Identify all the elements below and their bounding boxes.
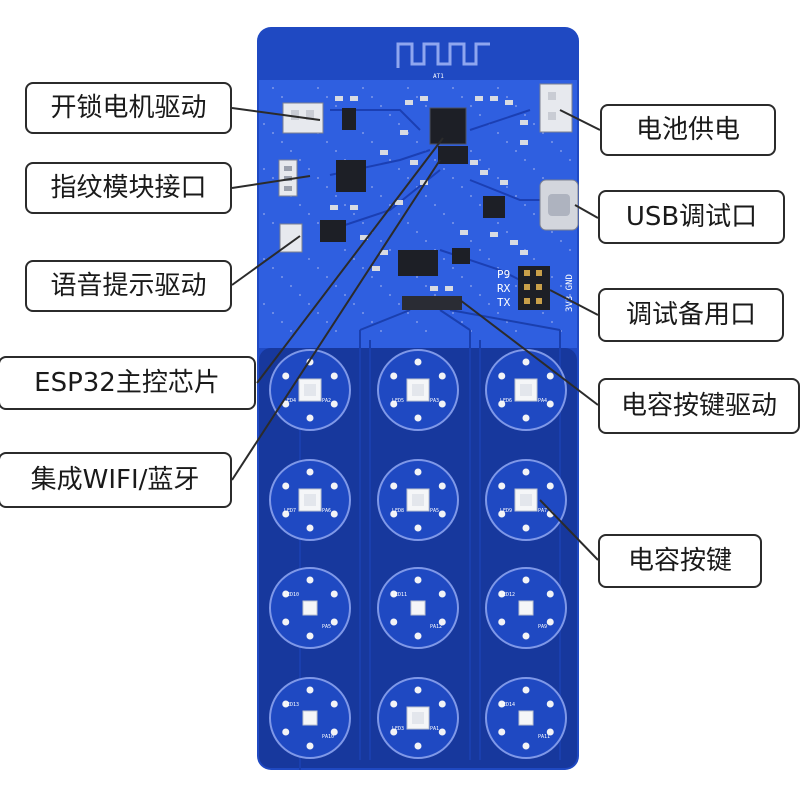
passive-part xyxy=(400,130,408,135)
motor-driver-chip xyxy=(342,108,356,130)
passive-part xyxy=(520,250,528,255)
passive-part xyxy=(395,200,403,205)
cap-key-pad: LED8 PA5 xyxy=(377,459,459,541)
cap-key-pad: LED3 PA1 xyxy=(377,677,459,759)
passive-part xyxy=(330,205,338,210)
passive-part xyxy=(350,205,358,210)
key-led-label: LED6 xyxy=(500,398,512,404)
key-led-label: LED4 xyxy=(284,398,296,404)
key-pad-label: PA10 xyxy=(322,734,334,740)
battery-connector xyxy=(539,83,573,133)
callout-voice-prompt-driver: 语音提示驱动 xyxy=(25,260,232,312)
callout-debug-backup-port: 调试备用口 xyxy=(598,288,784,342)
cap-key-pad: LED4 PA2 xyxy=(269,349,351,431)
passive-part xyxy=(380,250,388,255)
key-led-label: LED5 xyxy=(392,398,404,404)
key-led-label: LED3 xyxy=(392,726,404,732)
key-pad-label: PA5 xyxy=(430,508,439,514)
antenna-trace xyxy=(396,42,490,68)
debug-header xyxy=(518,266,550,310)
cap-key-pad: LED9 PA7 xyxy=(485,459,567,541)
key-pad-label: PA3 xyxy=(430,398,439,404)
key-pad-label: PA7 xyxy=(538,508,547,514)
cap-key-pad: LED6 PA4 xyxy=(485,349,567,431)
passive-part xyxy=(405,100,413,105)
callout-unlock-motor-driver: 开锁电机驱动 xyxy=(25,82,232,134)
passive-part xyxy=(490,232,498,237)
key-pad-label: PA9 xyxy=(538,624,547,630)
cap-key-pad: LED5 PA3 xyxy=(377,349,459,431)
passive-part xyxy=(380,150,388,155)
header-pin-p9: P9 xyxy=(497,268,510,281)
key-pad-label: PA5 xyxy=(322,624,331,630)
passive-components xyxy=(330,96,528,291)
passive-part xyxy=(470,160,478,165)
antenna-label: AT1 xyxy=(433,73,444,80)
resistor-network xyxy=(402,296,462,310)
passive-part xyxy=(480,170,488,175)
regulator-chip xyxy=(452,248,470,264)
passive-part xyxy=(350,96,358,101)
key-pad-label: PA4 xyxy=(538,398,547,404)
leader-lines xyxy=(231,107,601,561)
cap-key-pad: LED7 PA6 xyxy=(269,459,351,541)
callout-cap-key: 电容按键 xyxy=(598,534,762,588)
passive-part xyxy=(500,180,508,185)
passive-part xyxy=(420,180,428,185)
keypad-area xyxy=(259,348,577,768)
passive-part xyxy=(410,160,418,165)
passive-part xyxy=(335,96,343,101)
key-pad-label: PA11 xyxy=(538,734,550,740)
passive-part xyxy=(372,266,380,271)
touch-driver-chip xyxy=(398,250,438,276)
passive-part xyxy=(475,96,483,101)
passive-part xyxy=(460,230,468,235)
fingerprint-chip xyxy=(336,160,366,192)
passive-part xyxy=(520,120,528,125)
key-led-label: LED8 xyxy=(392,508,404,514)
passive-part xyxy=(420,96,428,101)
callout-integrated-wifi-bt: 集成WIFI/蓝牙 xyxy=(0,452,232,508)
key-led-label: LED7 xyxy=(284,508,296,514)
passive-part xyxy=(430,286,438,291)
key-pad-label: PA6 xyxy=(322,508,331,514)
voice-chip xyxy=(320,220,346,242)
passive-part xyxy=(360,235,368,240)
callout-battery-power: 电池供电 xyxy=(600,104,776,156)
key-led-label: LED9 xyxy=(500,508,512,514)
usb-c-connector xyxy=(539,179,579,231)
usb-serial-chip xyxy=(483,196,505,218)
callout-usb-debug-port: USB调试口 xyxy=(598,190,785,244)
key-pad-label: PA1 xyxy=(430,726,439,732)
passive-part xyxy=(445,286,453,291)
key-led-label: LED13 xyxy=(284,702,299,708)
passive-part xyxy=(520,140,528,145)
header-pin-tx: TX xyxy=(497,296,511,309)
esp32-chip xyxy=(429,107,468,164)
motor-connector xyxy=(282,102,324,134)
passive-part xyxy=(505,100,513,105)
key-led-label: LED12 xyxy=(500,592,515,598)
callout-esp32-main-chip: ESP32主控芯片 xyxy=(0,356,256,410)
voice-connector xyxy=(279,223,303,253)
header-pin-rx: RX xyxy=(497,282,511,295)
callout-fingerprint-interface: 指纹模块接口 xyxy=(25,162,232,214)
callout-cap-key-driver: 电容按键驱动 xyxy=(598,378,800,434)
passive-part xyxy=(510,240,518,245)
key-pad-label: PA2 xyxy=(322,398,331,404)
key-led-label: LED14 xyxy=(500,702,515,708)
key-led-label: LED11 xyxy=(392,592,407,598)
passive-part xyxy=(490,96,498,101)
key-pad-label: PA12 xyxy=(430,624,442,630)
key-led-label: LED10 xyxy=(284,592,299,598)
header-side-label: 3V3 GND xyxy=(565,274,575,312)
